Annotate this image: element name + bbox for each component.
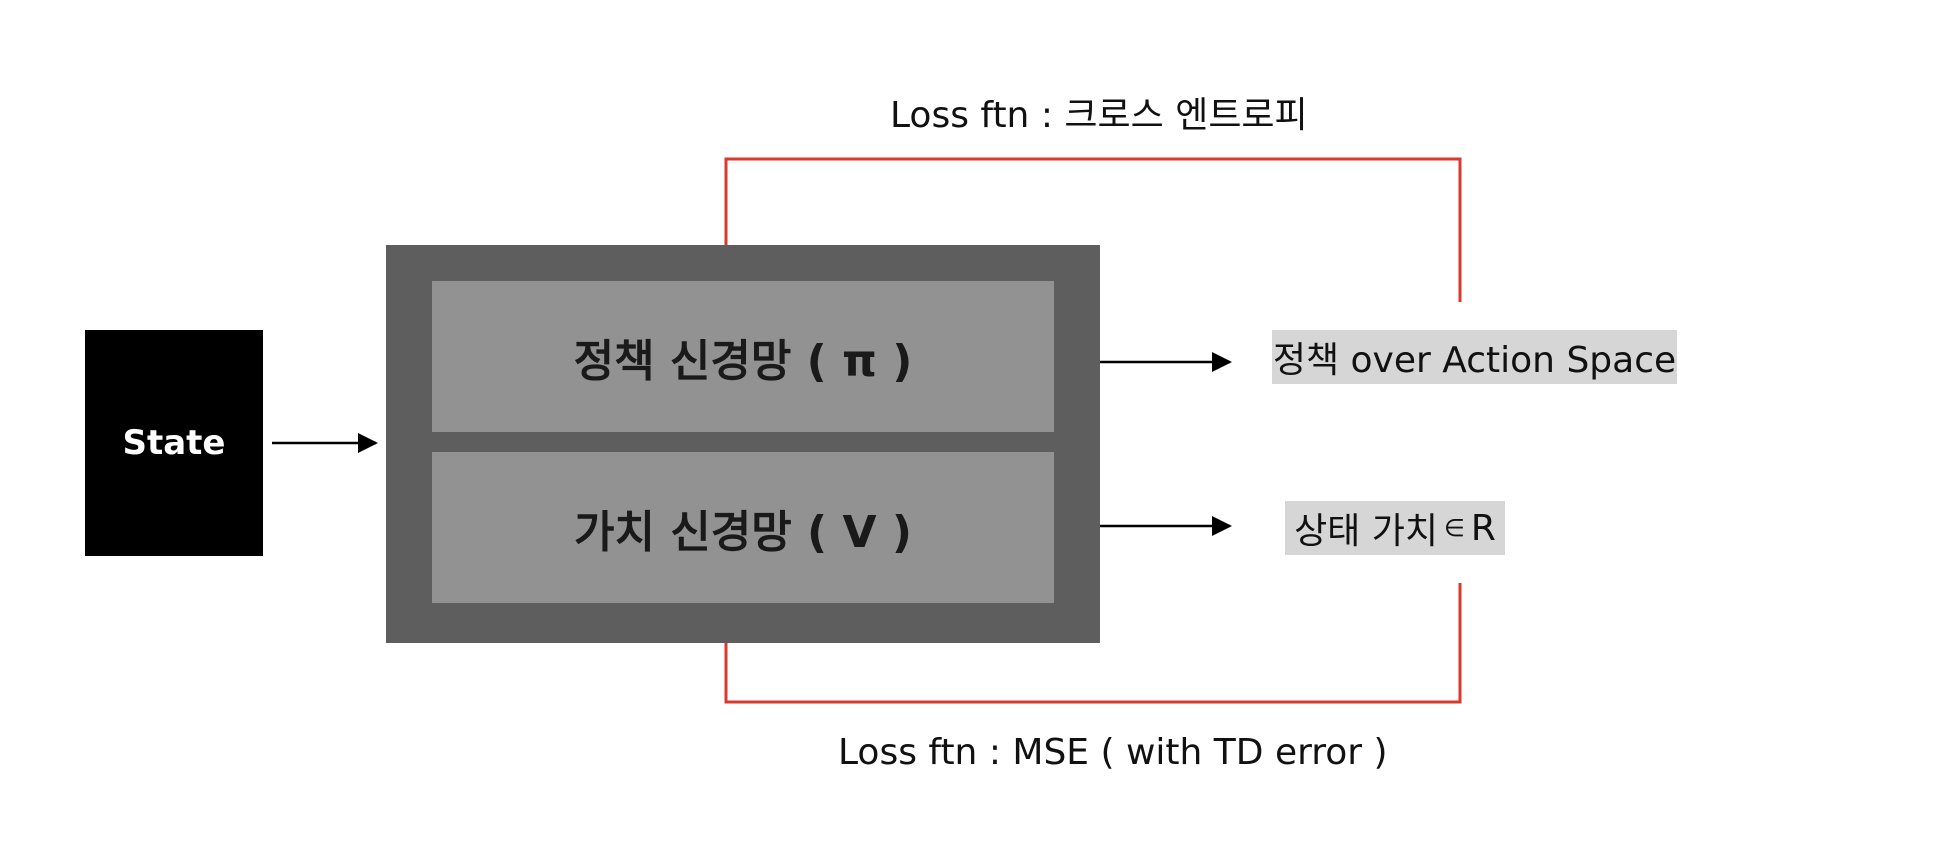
value-feedback-line — [714, 582, 1462, 704]
policy-network-label: 정책 신경망 ( π ) — [573, 335, 913, 387]
value-output-prefix: 상태 가치 — [1294, 511, 1438, 552]
value-output-node: 상태 가치 ∈ R — [1285, 501, 1505, 555]
element-of-symbol: ∈ — [1444, 514, 1465, 542]
state-node: State — [85, 330, 263, 556]
value-network-node: 가치 신경망 ( V ) — [432, 452, 1054, 603]
value-output-suffix: R — [1470, 507, 1496, 549]
policy-output-label: 정책 over Action Space — [1272, 340, 1677, 381]
policy-loss-label: Loss ftn : 크로스 엔트로피 — [890, 95, 1308, 136]
value-loss-label: Loss ftn : MSE ( with TD error ) — [838, 732, 1388, 773]
policy-feedback-line — [714, 157, 1462, 303]
value-network-label: 가치 신경망 ( V ) — [574, 506, 912, 558]
policy-network-node: 정책 신경망 ( π ) — [432, 281, 1054, 432]
policy-output-node: 정책 over Action Space — [1272, 330, 1677, 384]
state-label: State — [122, 423, 226, 463]
